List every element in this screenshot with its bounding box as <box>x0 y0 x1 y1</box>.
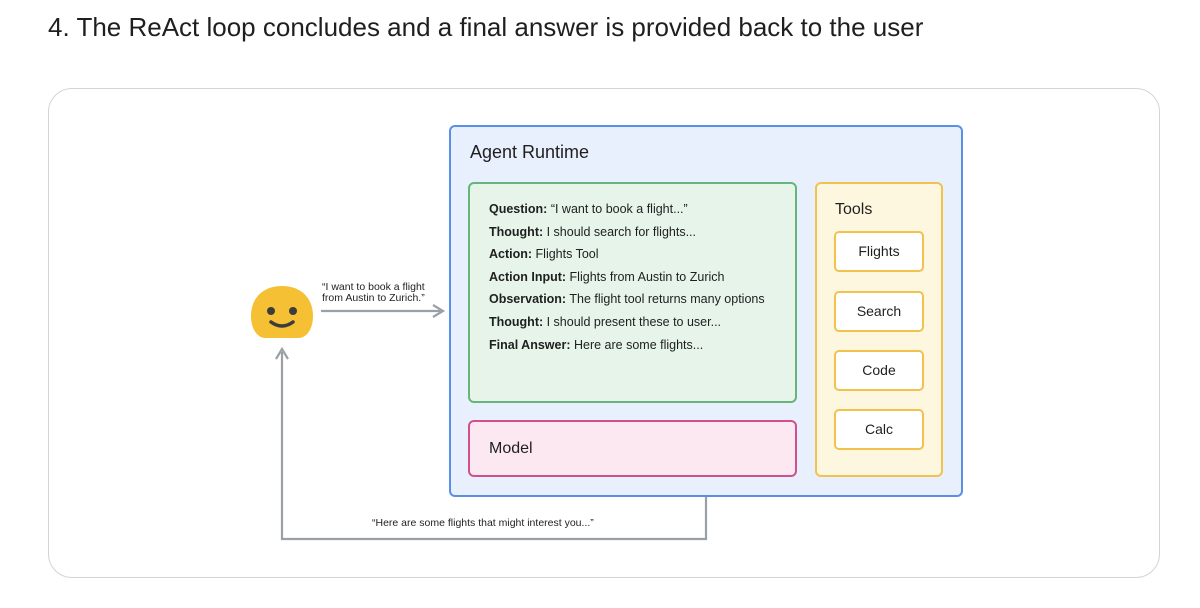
trace-text: I should search for flights... <box>543 224 696 239</box>
trace-text: Here are some flights... <box>570 337 704 352</box>
trace-line-thought: Thought: I should search for flights... <box>489 221 795 244</box>
model-box: Model <box>468 420 797 477</box>
response-label: “Here are some flights that might intere… <box>372 517 594 529</box>
response-arrow <box>275 346 708 541</box>
trace-line-action: Action: Flights Tool <box>489 243 795 266</box>
reasoning-trace-box: Question: “I want to book a flight...” T… <box>468 182 797 403</box>
trace-key: Action Input: <box>489 269 567 284</box>
trace-text: I should present these to user... <box>543 314 722 329</box>
user-smiling-face-icon <box>249 284 315 345</box>
trace-key: Observation: <box>489 292 567 307</box>
trace-line-question: Question: “I want to book a flight...” <box>489 198 795 221</box>
request-label-line2: from Austin to Zurich.” <box>322 292 425 304</box>
trace-line-final-answer: Final Answer: Here are some flights... <box>489 334 795 357</box>
trace-text: Flights Tool <box>532 247 599 262</box>
tool-flights: Flights <box>834 231 924 272</box>
trace-text: Flights from Austin to Zurich <box>566 269 725 284</box>
section-heading: 4. The ReAct loop concludes and a final … <box>48 12 924 42</box>
request-label-line1: “I want to book a flight <box>322 281 425 293</box>
trace-text: “I want to book a flight...” <box>547 202 688 216</box>
diagram-card <box>48 88 1160 578</box>
trace-line-thought-2: Thought: I should present these to user.… <box>489 311 795 334</box>
tool-code: Code <box>834 350 924 391</box>
tool-search: Search <box>834 291 924 332</box>
trace-key: Thought: <box>489 224 544 239</box>
trace-text: The flight tool returns many options <box>566 292 765 307</box>
tools-title: Tools <box>835 201 873 218</box>
agent-runtime-title: Agent Runtime <box>470 142 590 162</box>
trace-line-observation: Observation: The flight tool returns man… <box>489 288 795 311</box>
request-arrow <box>321 304 446 318</box>
trace-key: Final Answer: <box>489 337 571 352</box>
trace-line-action-input: Action Input: Flights from Austin to Zur… <box>489 266 795 289</box>
tool-calc: Calc <box>834 409 924 450</box>
trace-key: Question: <box>489 202 548 216</box>
trace-key: Action: <box>489 247 533 262</box>
trace-key: Thought: <box>489 314 544 329</box>
